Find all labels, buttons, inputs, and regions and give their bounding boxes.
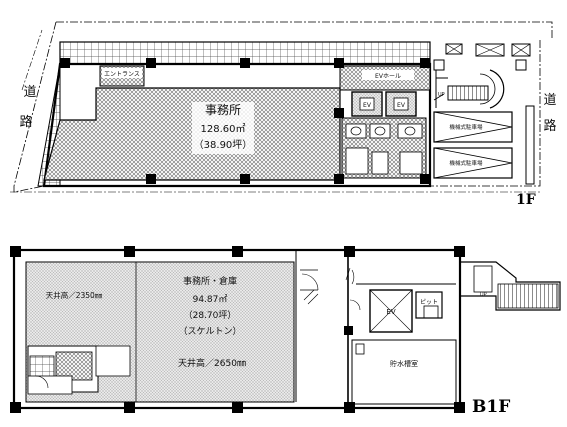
storage-2 (399, 151, 423, 175)
road-edge-left (21, 29, 43, 91)
ev-hall-label: EVホール (375, 73, 401, 80)
toilet-2 (369, 123, 391, 139)
office-label-1f: 事務所 (205, 103, 241, 117)
toilet-3 (397, 123, 423, 139)
parking-label-top: 機械式駐車場 (449, 123, 483, 131)
column (232, 402, 243, 413)
entrance-label: エントランス (104, 71, 140, 78)
column (124, 246, 135, 257)
office-label-b1f: 事務所・倉庫 (183, 275, 237, 287)
toilet-1 (345, 123, 367, 139)
exterior-stair-outline-b1f (459, 261, 561, 311)
site-boundary (13, 21, 553, 193)
floor-b1-plan: 天井高／2350㎜ 事務所・倉庫 94.87㎡ （28.70坪） （スケルトン）… (10, 246, 561, 417)
column (10, 402, 21, 413)
up-mark-b1f: UP (480, 292, 487, 298)
column (454, 402, 465, 413)
exterior-stair-1f (447, 85, 489, 101)
floor-label-b1f: B1F (472, 397, 510, 417)
column (344, 246, 355, 257)
ceiling-height-bottom: 天井高／2650㎜ (178, 357, 246, 369)
column (420, 58, 430, 68)
road-label-right-1: 道 (543, 93, 556, 108)
road-label-left-2: 路 (19, 114, 32, 130)
column (240, 58, 250, 68)
pit-label: ピット (420, 299, 438, 306)
road-label-left-1: 道 (23, 85, 36, 100)
up-mark-1f: UP (438, 92, 445, 98)
ev-label-right: EV (397, 102, 406, 109)
column (344, 326, 353, 335)
ev-label-b1f: EV (386, 308, 395, 316)
column (454, 246, 465, 257)
office-area-tsubo-b1f: （28.70坪） (184, 310, 237, 321)
ev-label-left: EV (363, 102, 372, 109)
column (60, 58, 70, 68)
floor-1-plan: 道 路 道 路 事務所 128.60㎡ （38.90坪） エントランス EVホー… (10, 21, 557, 208)
water-tank-label: 貯水槽室 (390, 359, 418, 368)
column (232, 246, 243, 257)
floor-label-1f: 1F (516, 192, 536, 208)
column (420, 174, 430, 184)
parking-label-bottom: 機械式駐車場 (449, 159, 483, 167)
skeleton-label: （スケルトン） (178, 326, 241, 337)
exterior-stair-b1f (497, 283, 559, 309)
pantry (345, 147, 369, 175)
office-area-tsubo-1f: （38.90坪） (194, 138, 253, 151)
building-outline-1f (42, 62, 432, 188)
storage-1 (371, 151, 389, 175)
column (334, 58, 344, 68)
column (344, 402, 355, 413)
column (334, 108, 344, 118)
column (146, 58, 156, 68)
water-tank-room (351, 339, 457, 405)
office-area-m2-b1f: 94.87㎡ (193, 294, 228, 305)
column (146, 174, 156, 184)
mechanical-parking-bottom (433, 147, 513, 179)
column (124, 402, 135, 413)
column (240, 174, 250, 184)
road-label-right-2: 路 (543, 118, 556, 134)
office-area-m2-1f: 128.60㎡ (201, 123, 246, 135)
ceiling-height-left: 天井高／2350㎜ (46, 290, 103, 300)
column (10, 246, 21, 257)
column (334, 174, 344, 184)
